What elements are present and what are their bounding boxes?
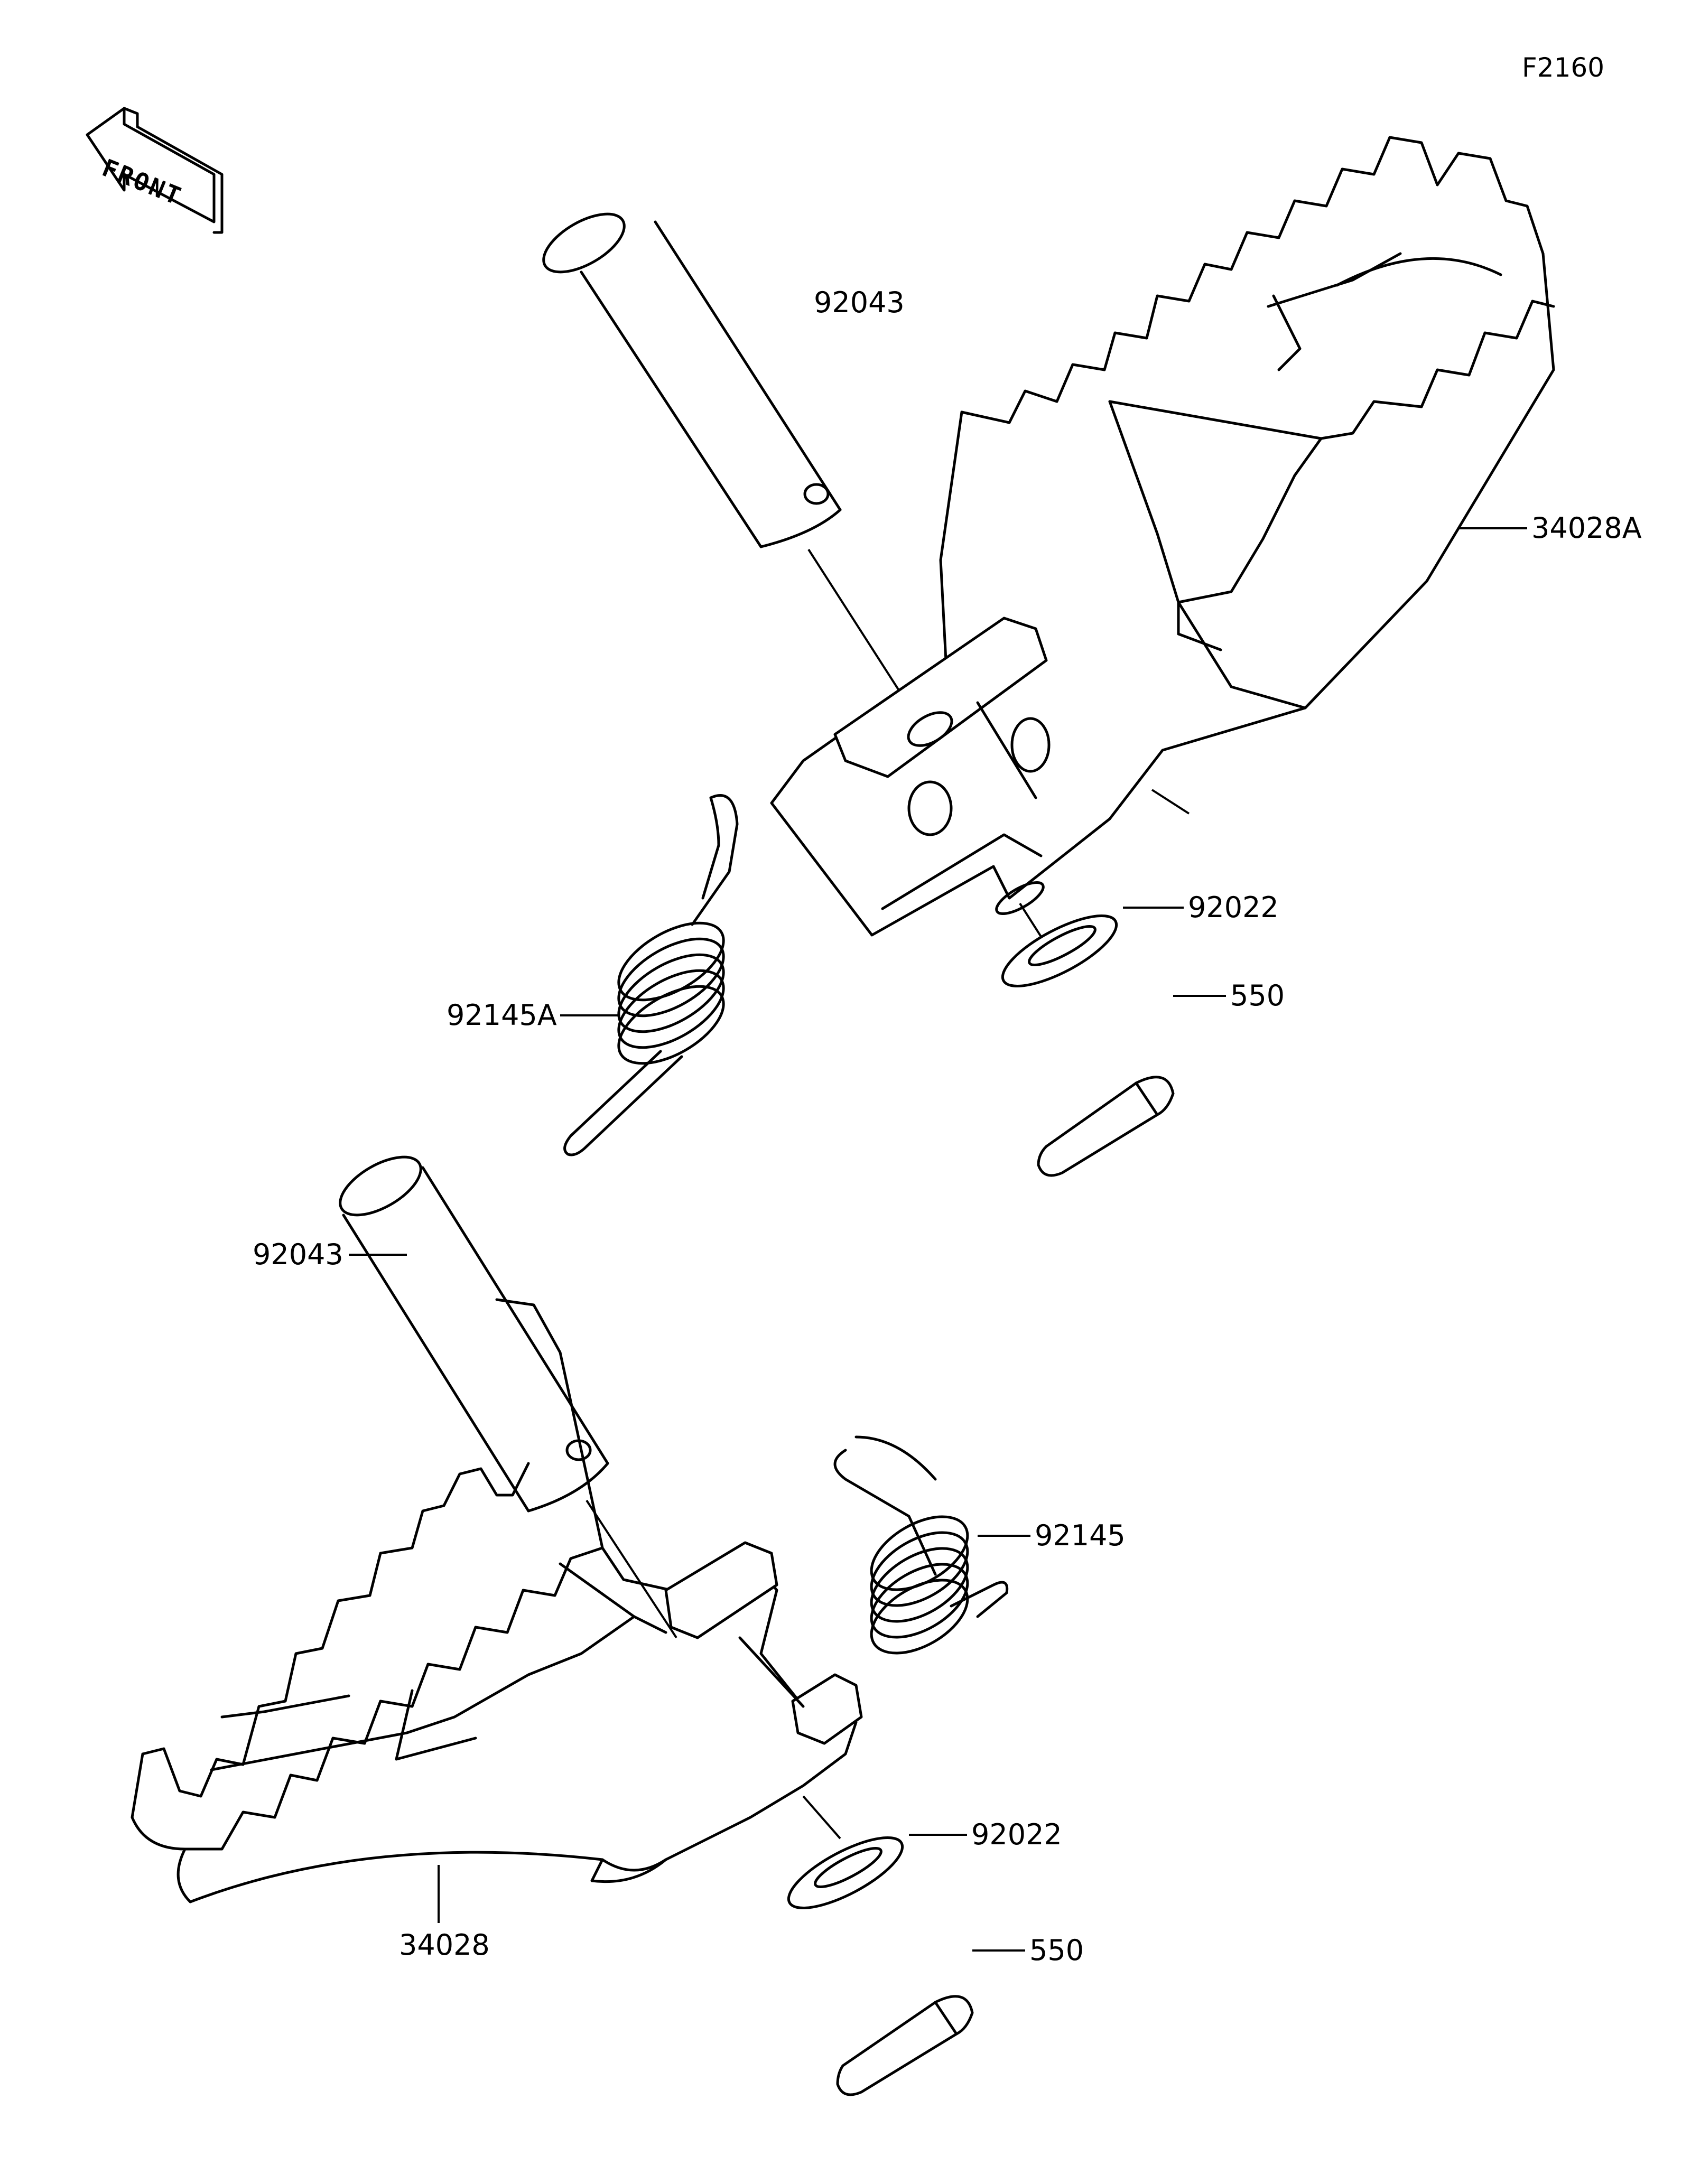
cotter-pin-lower bbox=[836, 1995, 974, 2096]
callout-pin-upper: 92043 bbox=[814, 286, 905, 319]
callout-pin-lower: 92043 bbox=[253, 1238, 343, 1271]
diagram-code: F2160 bbox=[1522, 52, 1604, 83]
callout-footpeg-upper: 34028A bbox=[1531, 511, 1642, 545]
cotter-pin-upper bbox=[1037, 1076, 1175, 1177]
spring-lower bbox=[833, 1435, 1009, 1655]
front-label: FRONT bbox=[98, 153, 187, 211]
callout-washer-lower: 92022 bbox=[971, 1818, 1062, 1851]
callout-cotter-lower: 550 bbox=[1029, 1934, 1084, 1967]
callout-washer-upper: 92022 bbox=[1188, 891, 1279, 924]
washer-upper bbox=[1001, 914, 1118, 987]
washer-lower bbox=[787, 1836, 904, 1909]
callout-footpeg-lower: 34028 bbox=[399, 1928, 490, 1962]
pin-upper bbox=[542, 212, 899, 690]
footpeg-lower bbox=[131, 1298, 863, 1923]
pin-lower bbox=[339, 1155, 677, 1639]
spring-upper bbox=[563, 794, 739, 1156]
front-arrow-icon: FRONT bbox=[86, 107, 224, 234]
callout-spring-upper: 92145A bbox=[447, 998, 557, 1032]
callout-cotter-upper: 550 bbox=[1230, 979, 1285, 1012]
footpeg-upper bbox=[770, 136, 1555, 963]
callout-spring-lower: 92145 bbox=[1035, 1519, 1126, 1552]
